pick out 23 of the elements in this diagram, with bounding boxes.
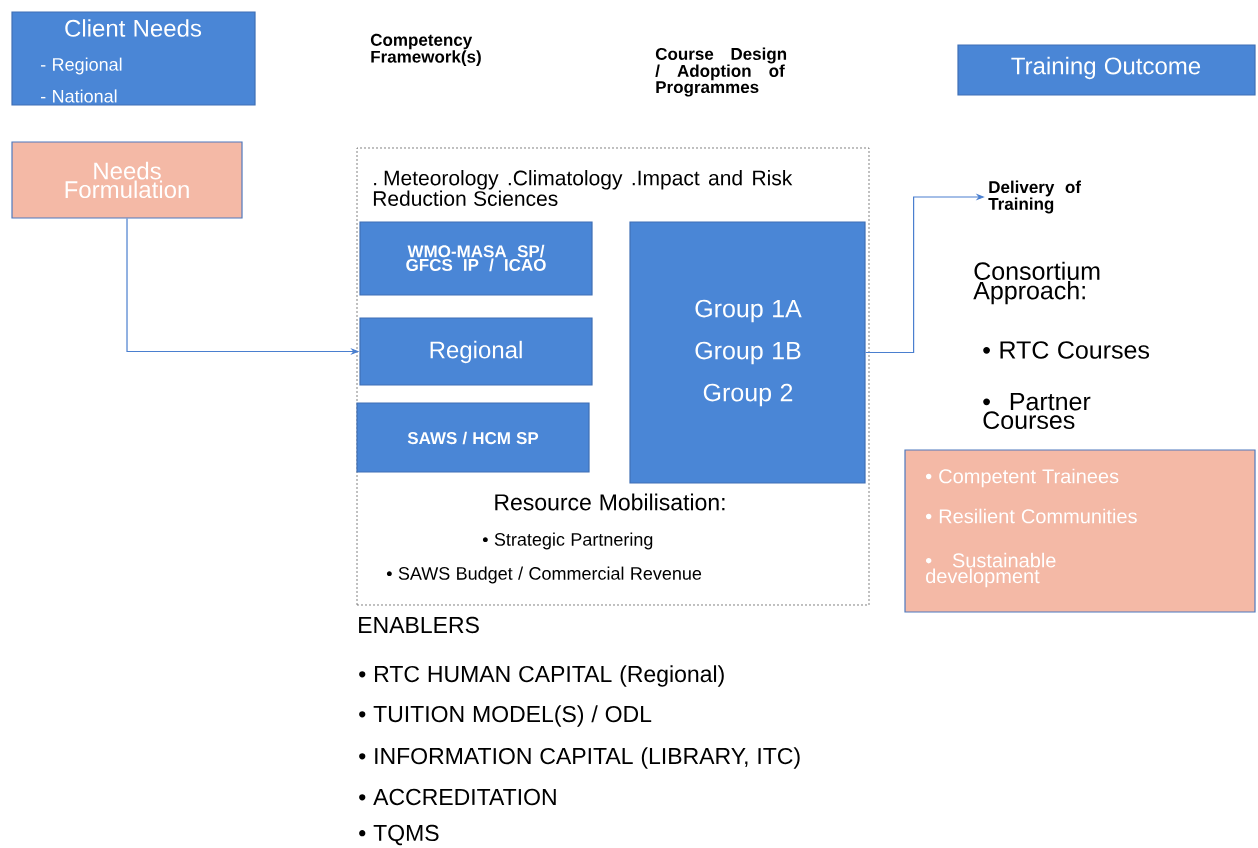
list-item: • TQMS	[359, 824, 439, 846]
process-box: Training Outcome	[957, 44, 1256, 96]
list-item: • TUITION MODEL(S) / ODL	[359, 705, 652, 727]
list-item: • SAWS Budget / Commercial Revenue	[386, 566, 702, 584]
section-heading: ENABLERS	[359, 616, 479, 634]
section-heading: Consortium Approach:	[973, 261, 1100, 305]
step-heading: Delivery of Training	[988, 180, 1081, 214]
list-item: • RTC Courses	[983, 341, 1149, 359]
column-heading: Competency Framework(s)	[370, 33, 481, 67]
section-heading: Resource Mobilisation:	[495, 493, 725, 511]
list-item: • Strategic Partnering	[482, 532, 653, 550]
outcome-box: Needs Formulation	[11, 141, 243, 219]
process-box: Client Needs - Regional - National	[11, 11, 256, 106]
outcome-box: • Competent Trainees • Resilient Communities • Sustainable development	[904, 449, 1256, 613]
list-item: • RTC HUMAN CAPITAL (Regional)	[359, 665, 724, 687]
column-heading: Course Design / Adoption of Programmes	[655, 47, 787, 97]
process-box: Regional	[359, 317, 593, 386]
list-item: • ACCREDITATION	[359, 788, 556, 806]
process-box: SAWS / HCM SP	[356, 402, 590, 473]
process-box: Group 1A Group 1B Group 2	[629, 221, 866, 484]
list-item: • INFORMATION CAPITAL (LIBRARY, ITC)	[359, 747, 800, 769]
subject-text: . Meteorology .Climatology .Impact and Risk Reduction Sciences	[373, 170, 793, 206]
process-box: WMO-MASA SP/ GFCS IP / ICAO	[359, 221, 593, 296]
